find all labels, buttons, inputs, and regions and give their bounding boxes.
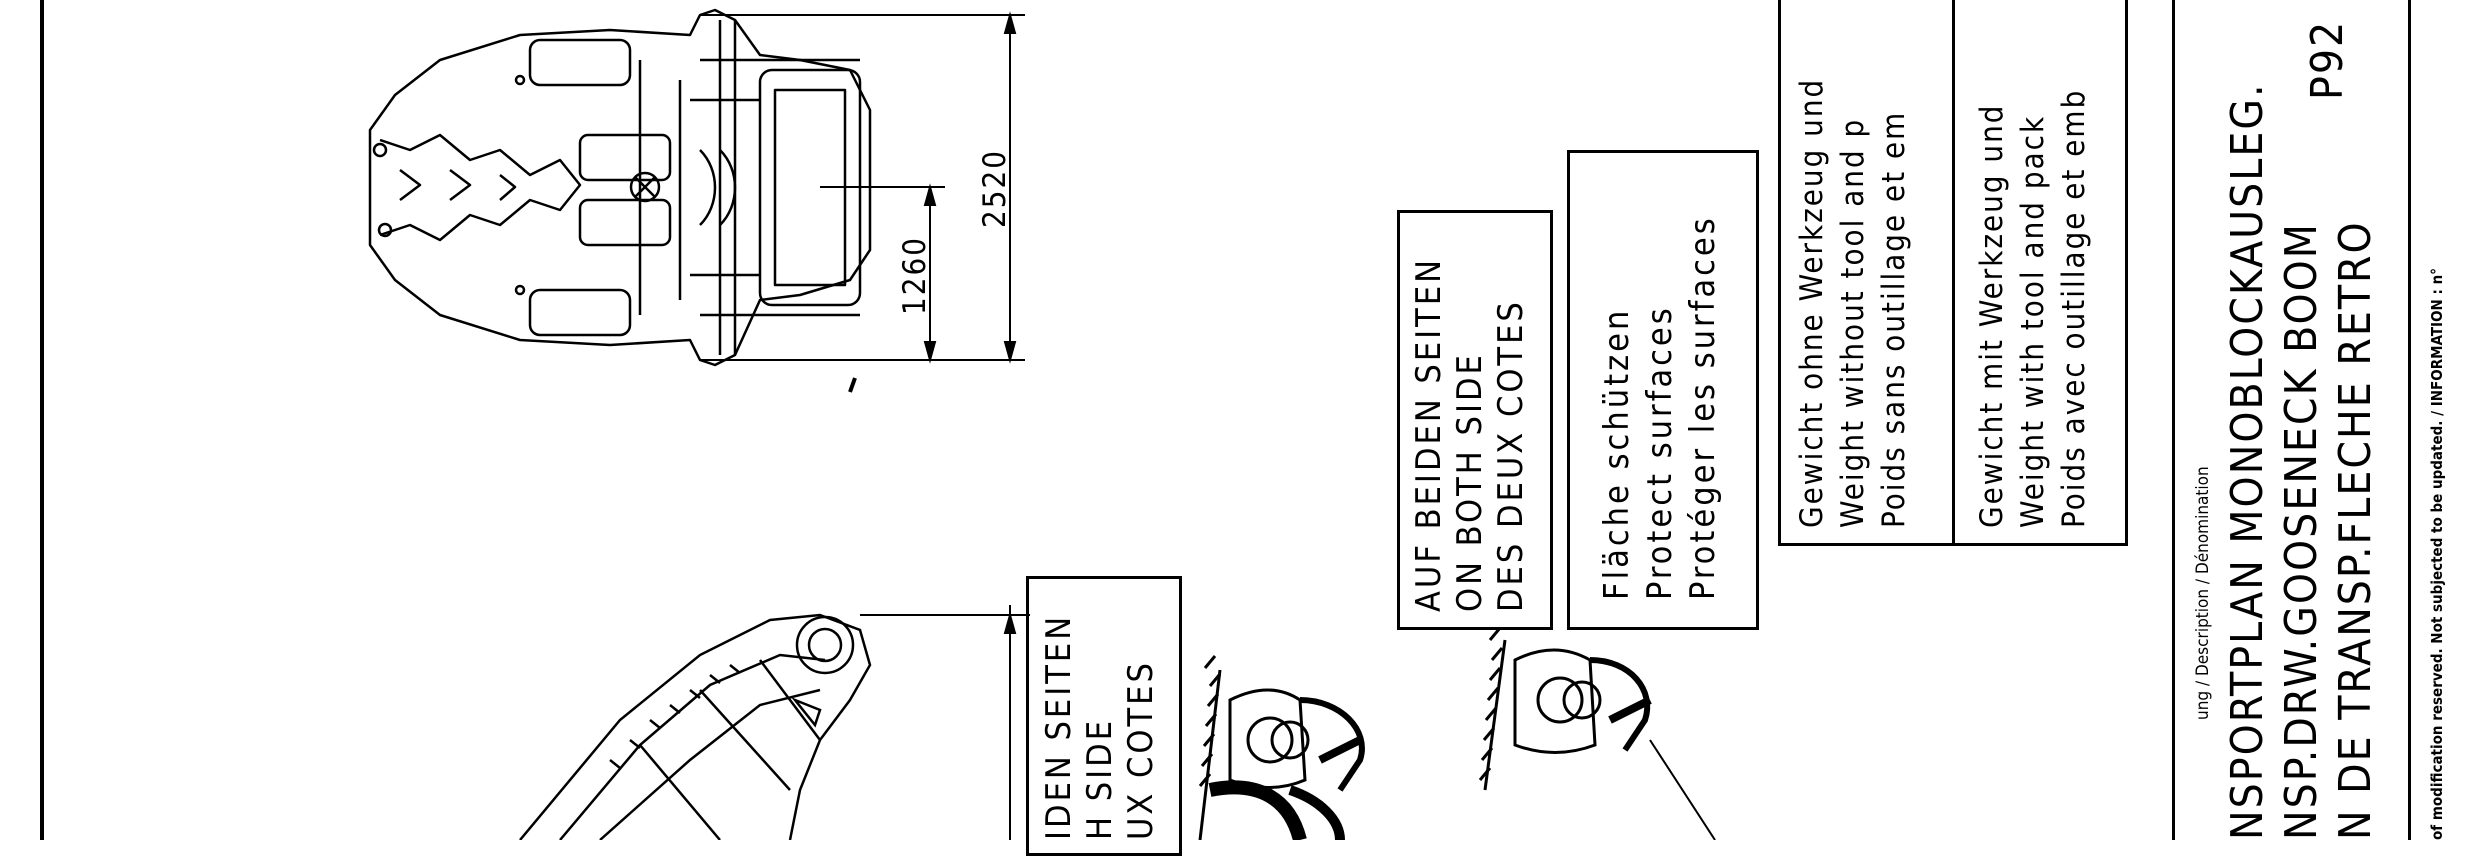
weight-with-line-1: Gewicht mit Werkzeug und [1974, 103, 2010, 529]
both-sides-left-line-1: IDEN SEITEN [1039, 613, 1079, 840]
lifting-shackle-1 [1198, 655, 1365, 840]
title-block-divider [2408, 0, 2411, 840]
both-sides-left-line-2: H SIDE [1080, 717, 1120, 840]
weight-without-line-2: Weight without tool and p [1835, 117, 1871, 528]
left-frame-border [40, 0, 44, 840]
protect-line-2: Protect surfaces [1640, 305, 1680, 600]
weight-with-line-3: Poids avec outillage et emb [2056, 88, 2092, 528]
front-view-undercarriage [368, 8, 872, 367]
stray-mark [848, 377, 857, 393]
title-line-3: N DE TRANSP.FLECHE RETRO [2330, 220, 2381, 840]
title-line-2: NSP.DRW.GOOSENECK BOOM [2276, 222, 2327, 840]
title-block-heading: ung / Description / Dénomination [2193, 466, 2213, 720]
protect-line-3: Protéger les surfaces [1683, 215, 1723, 600]
weight-without-line-1: Gewicht ohne Werkzeug und [1794, 77, 1830, 528]
lifting-shackle-3 [1478, 627, 1716, 840]
weight-table-divider [1952, 0, 1955, 545]
both-sides-line-1: AUF BEIDEN SEITEN [1409, 256, 1449, 612]
side-view-boom [519, 613, 872, 840]
weight-without-line-3: Poids sans outillage et em [1876, 110, 1912, 528]
info-notice: of modification reserved. Not subjected … [2428, 268, 2446, 840]
both-sides-line-3: DES DEUX COTES [1491, 299, 1531, 612]
both-sides-left-line-3: UX COTES [1121, 660, 1161, 840]
dimension-1260: 1260 [897, 236, 933, 315]
lifting-shackle-2 [1208, 780, 1345, 840]
both-sides-line-2: ON BOTH SIDE [1450, 352, 1490, 612]
protect-line-1: Fläche schützen [1597, 307, 1637, 600]
title-block-border [2172, 0, 2175, 840]
protect-surfaces-box [1567, 150, 1759, 630]
dimension-2520: 2520 [977, 149, 1013, 228]
drawing-number: P92 [2302, 19, 2353, 100]
weight-with-line-2: Weight with tool and pack [2015, 114, 2051, 528]
both-sides-box [1397, 210, 1553, 630]
dimension-lines [700, 11, 1030, 840]
title-line-1: NSPORTPLAN MONOBLOCKAUSLEG. [2222, 82, 2273, 840]
